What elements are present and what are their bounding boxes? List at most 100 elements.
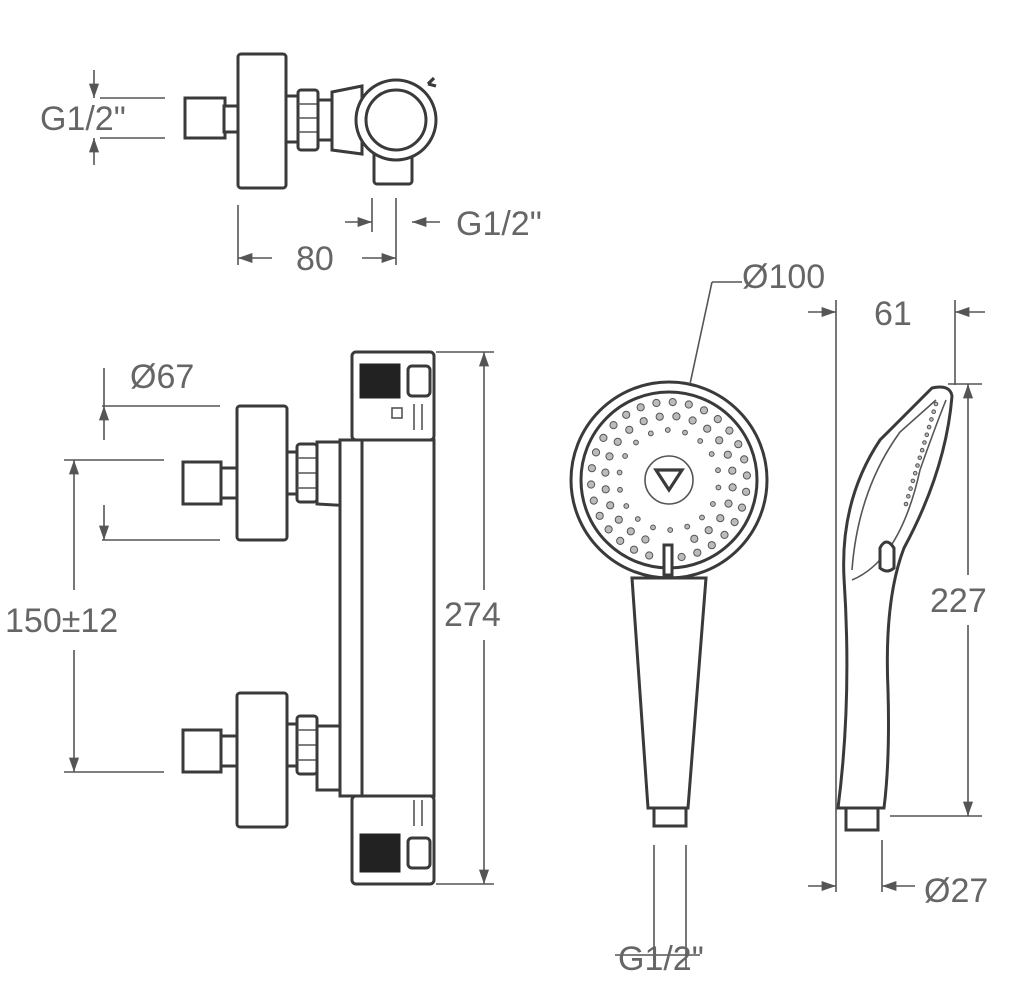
side-nozzle-dot — [917, 455, 923, 461]
nozzle-dot — [728, 466, 737, 475]
nozzle-dot — [633, 439, 639, 446]
nozzle-dot — [682, 429, 688, 436]
nozzle-dot — [636, 403, 645, 412]
nozzle-dot — [641, 535, 650, 544]
nozzle-dot — [652, 398, 661, 408]
nozzle-dot — [690, 534, 699, 543]
nozzle-dot — [716, 514, 725, 523]
nozzle-dot — [622, 410, 631, 419]
side-nozzle-dot — [915, 463, 920, 468]
nozzle-dot — [734, 440, 743, 449]
nozzle-dot — [650, 524, 656, 531]
nozzle-dot — [704, 526, 713, 535]
nozzle-dot — [664, 427, 671, 433]
side-nozzle-dot — [908, 486, 913, 491]
nozzle-dot — [589, 496, 598, 505]
side-nozzle-dot — [919, 447, 925, 453]
nozzle-dot — [614, 515, 623, 524]
top-dimensions — [88, 70, 440, 265]
side-nozzle-dot — [933, 401, 939, 407]
nozzle-dot — [605, 452, 614, 461]
top-inlet-thread-label: G1/2" — [40, 100, 126, 138]
nozzle-dot — [737, 503, 747, 512]
nozzle-dot — [684, 400, 693, 409]
nozzle-dot — [634, 516, 641, 522]
nozzle-dot — [677, 552, 686, 562]
side-nozzle-dot — [903, 501, 909, 507]
side-nozzle-dot — [924, 432, 930, 438]
inlet-spacing-label: 150±12 — [5, 602, 118, 640]
escutcheon-diameter-label: Ø67 — [130, 358, 194, 396]
nozzle-dot — [629, 545, 639, 554]
top-width-label: 80 — [296, 240, 334, 278]
nozzle-dot — [713, 415, 722, 424]
side-nozzle-dot — [912, 470, 918, 476]
nozzle-dot — [587, 480, 596, 489]
nozzle-dot — [720, 530, 729, 540]
nozzle-dot — [699, 406, 709, 415]
nozzle-dot — [730, 518, 739, 527]
nozzle-dot — [625, 425, 634, 434]
mixer-front-view — [181, 350, 436, 886]
nozzle-dot — [668, 398, 677, 407]
nozzle-dot — [688, 416, 697, 425]
nozzle-dot — [617, 486, 623, 493]
handshower-side-dimensions — [808, 300, 985, 892]
nozzle-dot — [715, 467, 721, 474]
nozzle-dot — [723, 450, 732, 459]
side-nozzle-dot — [931, 409, 937, 415]
nozzle-dot — [699, 514, 705, 521]
handshower-side-width-label: 61 — [874, 295, 912, 333]
nozzle-dot — [622, 453, 628, 459]
spray-nozzles — [587, 398, 752, 562]
side-nozzles — [903, 401, 939, 507]
handshower-side-view — [836, 385, 954, 832]
nozzle-dot — [609, 421, 618, 430]
nozzle-dot — [672, 412, 681, 421]
handshower-front-view — [569, 380, 769, 828]
nozzle-dot — [742, 471, 752, 480]
nozzle-dot — [707, 541, 716, 550]
nozzle-dot — [639, 417, 648, 426]
nozzle-dot — [740, 455, 749, 464]
mixer-dimensions — [64, 351, 494, 885]
nozzle-dot — [725, 426, 734, 435]
nozzle-dot — [728, 483, 737, 492]
side-nozzle-dot — [906, 494, 911, 499]
nozzle-dot — [587, 464, 597, 473]
nozzle-dot — [645, 551, 654, 560]
nozzle-dot — [715, 436, 724, 445]
nozzle-dot — [626, 527, 635, 536]
nozzle-dot — [703, 424, 712, 433]
nozzle-dot — [710, 501, 716, 507]
handshower-front-dimensions — [615, 281, 742, 970]
handshower-length-label: 227 — [930, 582, 987, 620]
nozzle-dot — [693, 548, 702, 557]
nozzle-dot — [601, 468, 610, 477]
nozzle-dot — [667, 527, 674, 533]
nozzle-dot — [742, 487, 751, 496]
mixer-length-label: 274 — [444, 596, 501, 634]
top-view — [183, 52, 438, 190]
side-nozzle-dot — [929, 417, 934, 422]
nozzle-dot — [647, 430, 654, 437]
nozzle-dot — [715, 484, 722, 491]
nozzle-dot — [623, 503, 630, 509]
nozzle-dot — [684, 523, 691, 530]
nozzle-dot — [697, 438, 704, 444]
nozzle-dot — [595, 511, 604, 520]
handle-end-diameter-label: Ø27 — [924, 872, 988, 910]
side-nozzle-dot — [922, 440, 927, 445]
top-outlet-thread-label: G1/2" — [456, 205, 542, 243]
nozzle-dot — [601, 485, 610, 494]
side-nozzle-dot — [910, 478, 916, 484]
head-diameter-label: Ø100 — [742, 258, 825, 296]
nozzle-dot — [655, 412, 664, 421]
nozzle-dot — [616, 469, 623, 476]
nozzle-dot — [604, 525, 613, 534]
nozzle-dot — [591, 448, 601, 457]
handshower-thread-label: G1/2" — [618, 940, 704, 978]
side-nozzle-dot — [926, 424, 932, 430]
nozzle-dot — [724, 499, 733, 508]
